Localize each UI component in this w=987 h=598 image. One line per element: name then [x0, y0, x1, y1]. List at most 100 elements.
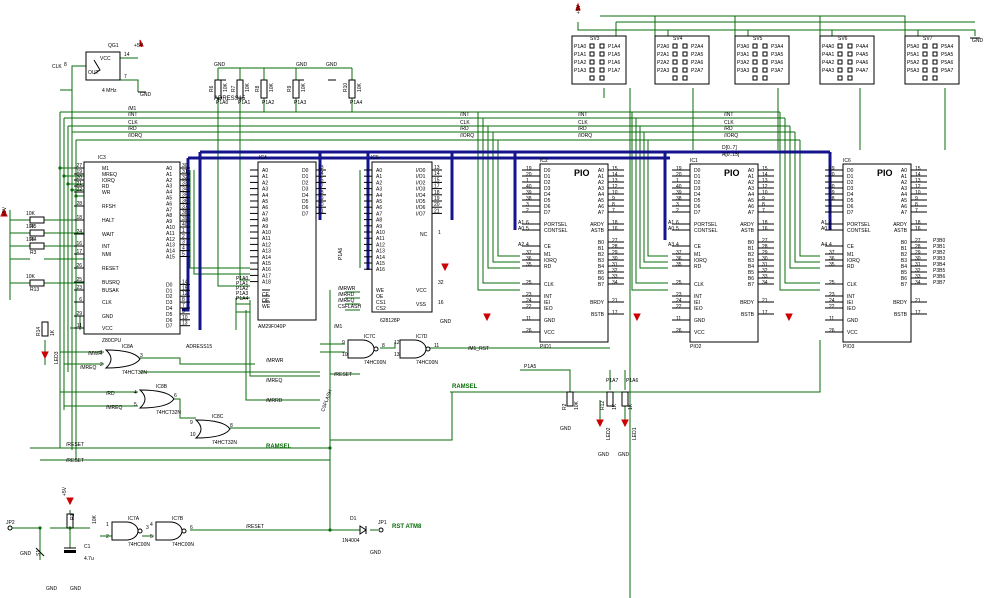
connector-pad — [762, 43, 768, 49]
pio-pin-num: 26 — [676, 328, 682, 334]
ram-pin-a4: A4 — [376, 193, 382, 199]
pio-pin-astb: ASTB — [591, 228, 605, 234]
pullup-value: 10K — [301, 82, 307, 92]
pio-pin-portsel: PORTSEL — [694, 222, 717, 228]
pio-pin-num: 5 — [676, 226, 679, 232]
cpu-pin-num: 7 — [182, 303, 185, 309]
pio-pin-num: 14 — [612, 172, 618, 178]
bus-net-label: CLK — [460, 120, 470, 126]
gate-pin: 12 — [394, 340, 400, 346]
pio-pin-num: 36 — [676, 256, 682, 262]
pio-sel-net: A0 — [821, 226, 827, 232]
pio-pin-num: 20 — [676, 172, 682, 178]
bus-net-label: /RD — [128, 126, 137, 132]
connector-pin: P4A7 — [856, 68, 868, 74]
ram-pin-a9: A9 — [376, 224, 382, 230]
ram-pin-io: I/O2 — [416, 180, 426, 186]
pio-pin-num: 13 — [612, 178, 618, 184]
flash-pin-num: 21 — [318, 208, 324, 214]
flash-body — [257, 161, 317, 321]
pio-pin-b4: B4 — [901, 264, 907, 270]
connector-pin: P3A5 — [771, 52, 783, 58]
pio-pin-a0: A0 — [748, 168, 754, 174]
pio-pin-portsel: PORTSEL — [847, 222, 870, 228]
pio-pin-gnd: GND — [694, 318, 706, 324]
connector-pad — [752, 43, 758, 49]
pio-pin-num: 10 — [762, 190, 768, 196]
pio-pin-num: 34 — [762, 280, 768, 286]
pio3-bport-net: P3B3 — [933, 256, 945, 262]
led1-symbol — [621, 419, 629, 428]
net-reset: /RESET — [334, 372, 352, 378]
connector-pad — [932, 75, 938, 81]
cpu-pin-gnd: GND — [102, 314, 114, 320]
pio-pin-a2: A2 — [901, 180, 907, 186]
cpu-pin-a12: A12 — [166, 237, 175, 243]
ground-symbols — [138, 37, 980, 93]
ram-pin-nc: NC — [420, 232, 428, 238]
pio-pin-a6: A6 — [901, 204, 907, 210]
gate-pin: 6 — [190, 525, 193, 531]
connector-pad — [847, 75, 853, 81]
ram-ctrl-net: /MRRD — [338, 292, 355, 298]
connector-pin: P5A0 — [907, 44, 919, 50]
r1-label: R1 — [70, 513, 76, 520]
net-p1a7: P1A7 — [606, 378, 618, 384]
connector-pin: P1A0 — [574, 44, 586, 50]
bus-net-label: /INT — [460, 112, 469, 118]
pio-pin-num: 40 — [676, 184, 682, 190]
cpu-pin-a3: A3 — [166, 184, 172, 190]
pio-pin-b2: B2 — [901, 252, 907, 258]
connector-pin: P2A6 — [691, 60, 703, 66]
pio-pin-num: 31 — [612, 262, 618, 268]
pio-pin-bstb: BSTB — [591, 312, 605, 318]
pio-pin-d3: D3 — [847, 186, 854, 192]
connector-pad — [762, 67, 768, 73]
cpu-pin-num: 2 — [182, 234, 185, 240]
gnd-label-top: GND — [972, 38, 984, 44]
diode-d1 — [359, 525, 367, 535]
pio-pin-b0: B0 — [748, 240, 754, 246]
junction-dot — [68, 526, 72, 530]
flash-ctrl-net: P1A4 — [236, 296, 248, 302]
connector-pad — [837, 51, 843, 57]
pio-pin-num: 14 — [915, 172, 921, 178]
pio-pin-d0: D0 — [847, 168, 854, 174]
pio-pin-num: 10 — [612, 190, 618, 196]
pio-pin-num: 37 — [676, 250, 682, 256]
cap-plate-neg — [64, 550, 76, 553]
cpu-pin-num: 4 — [182, 246, 185, 252]
gate-ic7d — [399, 339, 427, 359]
pio-pin-a4: A4 — [901, 192, 907, 198]
pio-pin-a7: A7 — [901, 210, 907, 216]
cpu-pin-a11: A11 — [166, 231, 175, 237]
gate-pin: 2 — [100, 362, 103, 368]
pio-pin-num: 40 — [829, 184, 835, 190]
pio-pin-ieo: IEO — [694, 306, 703, 312]
pullup-net: P1A1 — [238, 100, 250, 106]
cpu-pin-num: 27 — [76, 163, 82, 169]
led3-symbol — [41, 351, 49, 360]
resistor-ref: R13 — [30, 287, 39, 293]
ram-pin-num: 14 — [434, 171, 440, 177]
flash-pin-a17: A17 — [262, 273, 271, 279]
power-arrows — [0, 2, 793, 506]
pio-pin-num: 38 — [829, 196, 835, 202]
bus-net-label: /INT — [724, 112, 733, 118]
ram-pin-a6: A6 — [376, 205, 382, 211]
cpu-pin-num: 40 — [182, 222, 188, 228]
cpu-pin-num: 3 — [182, 240, 185, 246]
junction-dot — [66, 182, 70, 186]
flash-pin-a7: A7 — [262, 211, 268, 217]
resistor-ref: R12 — [600, 401, 606, 410]
pio-pin-num: 17 — [762, 310, 768, 316]
ram-part: 628128P — [380, 318, 401, 324]
connector-pad — [599, 75, 605, 81]
pio-pin-num: 26 — [526, 328, 532, 334]
pio-pin-d2: D2 — [847, 180, 854, 186]
cpu-pin-num: 17 — [76, 249, 82, 255]
pio-pin-d6: D6 — [694, 204, 701, 210]
pio-name: PIO3 — [843, 344, 855, 350]
ram-pin-a3: A3 — [376, 187, 382, 193]
